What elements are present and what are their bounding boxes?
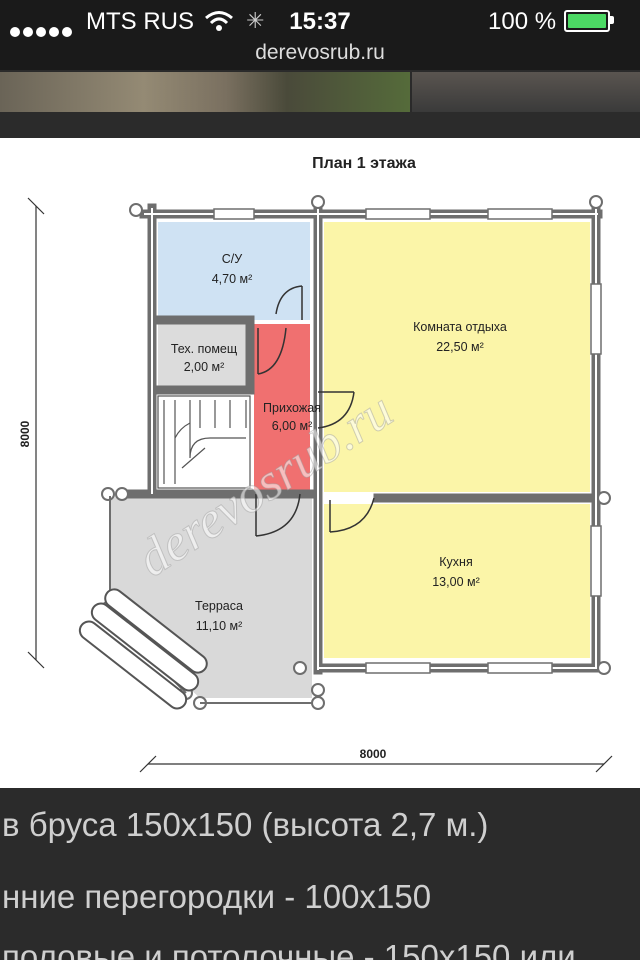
dimension-lines [27, 197, 613, 773]
entrance-steps [78, 588, 208, 710]
living-room-fill [324, 222, 590, 492]
staircase [157, 395, 251, 489]
text-line: в бруса 150х150 (высота 2,7 м.) [2, 806, 489, 843]
tech-room-fill [158, 324, 250, 390]
battery-icon [564, 10, 610, 32]
room-name: Тех. помещ [171, 342, 237, 356]
article-text: в бруса 150х150 (высота 2,7 м.) нние пер… [0, 790, 640, 960]
room-name: Терраса [195, 599, 243, 613]
address-bar[interactable]: derevosrub.ru [0, 40, 640, 70]
carrier-name: MTS RUS [86, 8, 194, 35]
activity-spinner-icon: ✳ [246, 8, 265, 33]
battery-level [568, 14, 606, 28]
floor-plan-drawing: План 1 этажа [18, 155, 613, 773]
doors [255, 285, 375, 537]
battery-percent: 100 % [488, 8, 557, 35]
room-name: Кухня [439, 555, 472, 569]
room-area: 22,50 м² [436, 340, 484, 354]
dimension-horizontal: 8000 [360, 747, 387, 761]
room-area: 13,00 м² [432, 575, 480, 589]
signal-strength-icon [10, 16, 75, 44]
room-name: С/У [222, 252, 243, 266]
url-text: derevosrub.ru [255, 41, 385, 64]
floor-plan-image: План 1 этажа [0, 138, 640, 788]
room-area: 6,00 м² [272, 419, 313, 433]
room-area: 11,10 м² [196, 619, 243, 633]
room-area: 4,70 м² [212, 272, 253, 286]
room-name: Комната отдыха [413, 320, 507, 334]
windows [213, 208, 602, 674]
photo-thumbnail[interactable] [412, 72, 640, 112]
photo-strip [0, 72, 640, 112]
clock: 15:37 [289, 8, 351, 35]
battery-tip-icon [610, 16, 614, 24]
house-photo-thumbnail[interactable] [0, 72, 410, 112]
text-line: половые и потолочные - 150х150 или [2, 938, 576, 960]
status-bar: MTS RUS ✳ 15:37 100 % [0, 0, 640, 40]
bathroom-fill [158, 222, 310, 320]
dimension-vertical: 8000 [18, 420, 32, 447]
plan-title: План 1 этажа [312, 155, 416, 172]
text-line: нние перегородки - 100х150 [2, 878, 432, 915]
hallway-fill [254, 324, 310, 492]
kitchen-fill [324, 504, 590, 658]
wifi-icon [204, 10, 234, 39]
room-name: Прихожая [263, 401, 321, 415]
room-area: 2,00 м² [184, 360, 225, 374]
